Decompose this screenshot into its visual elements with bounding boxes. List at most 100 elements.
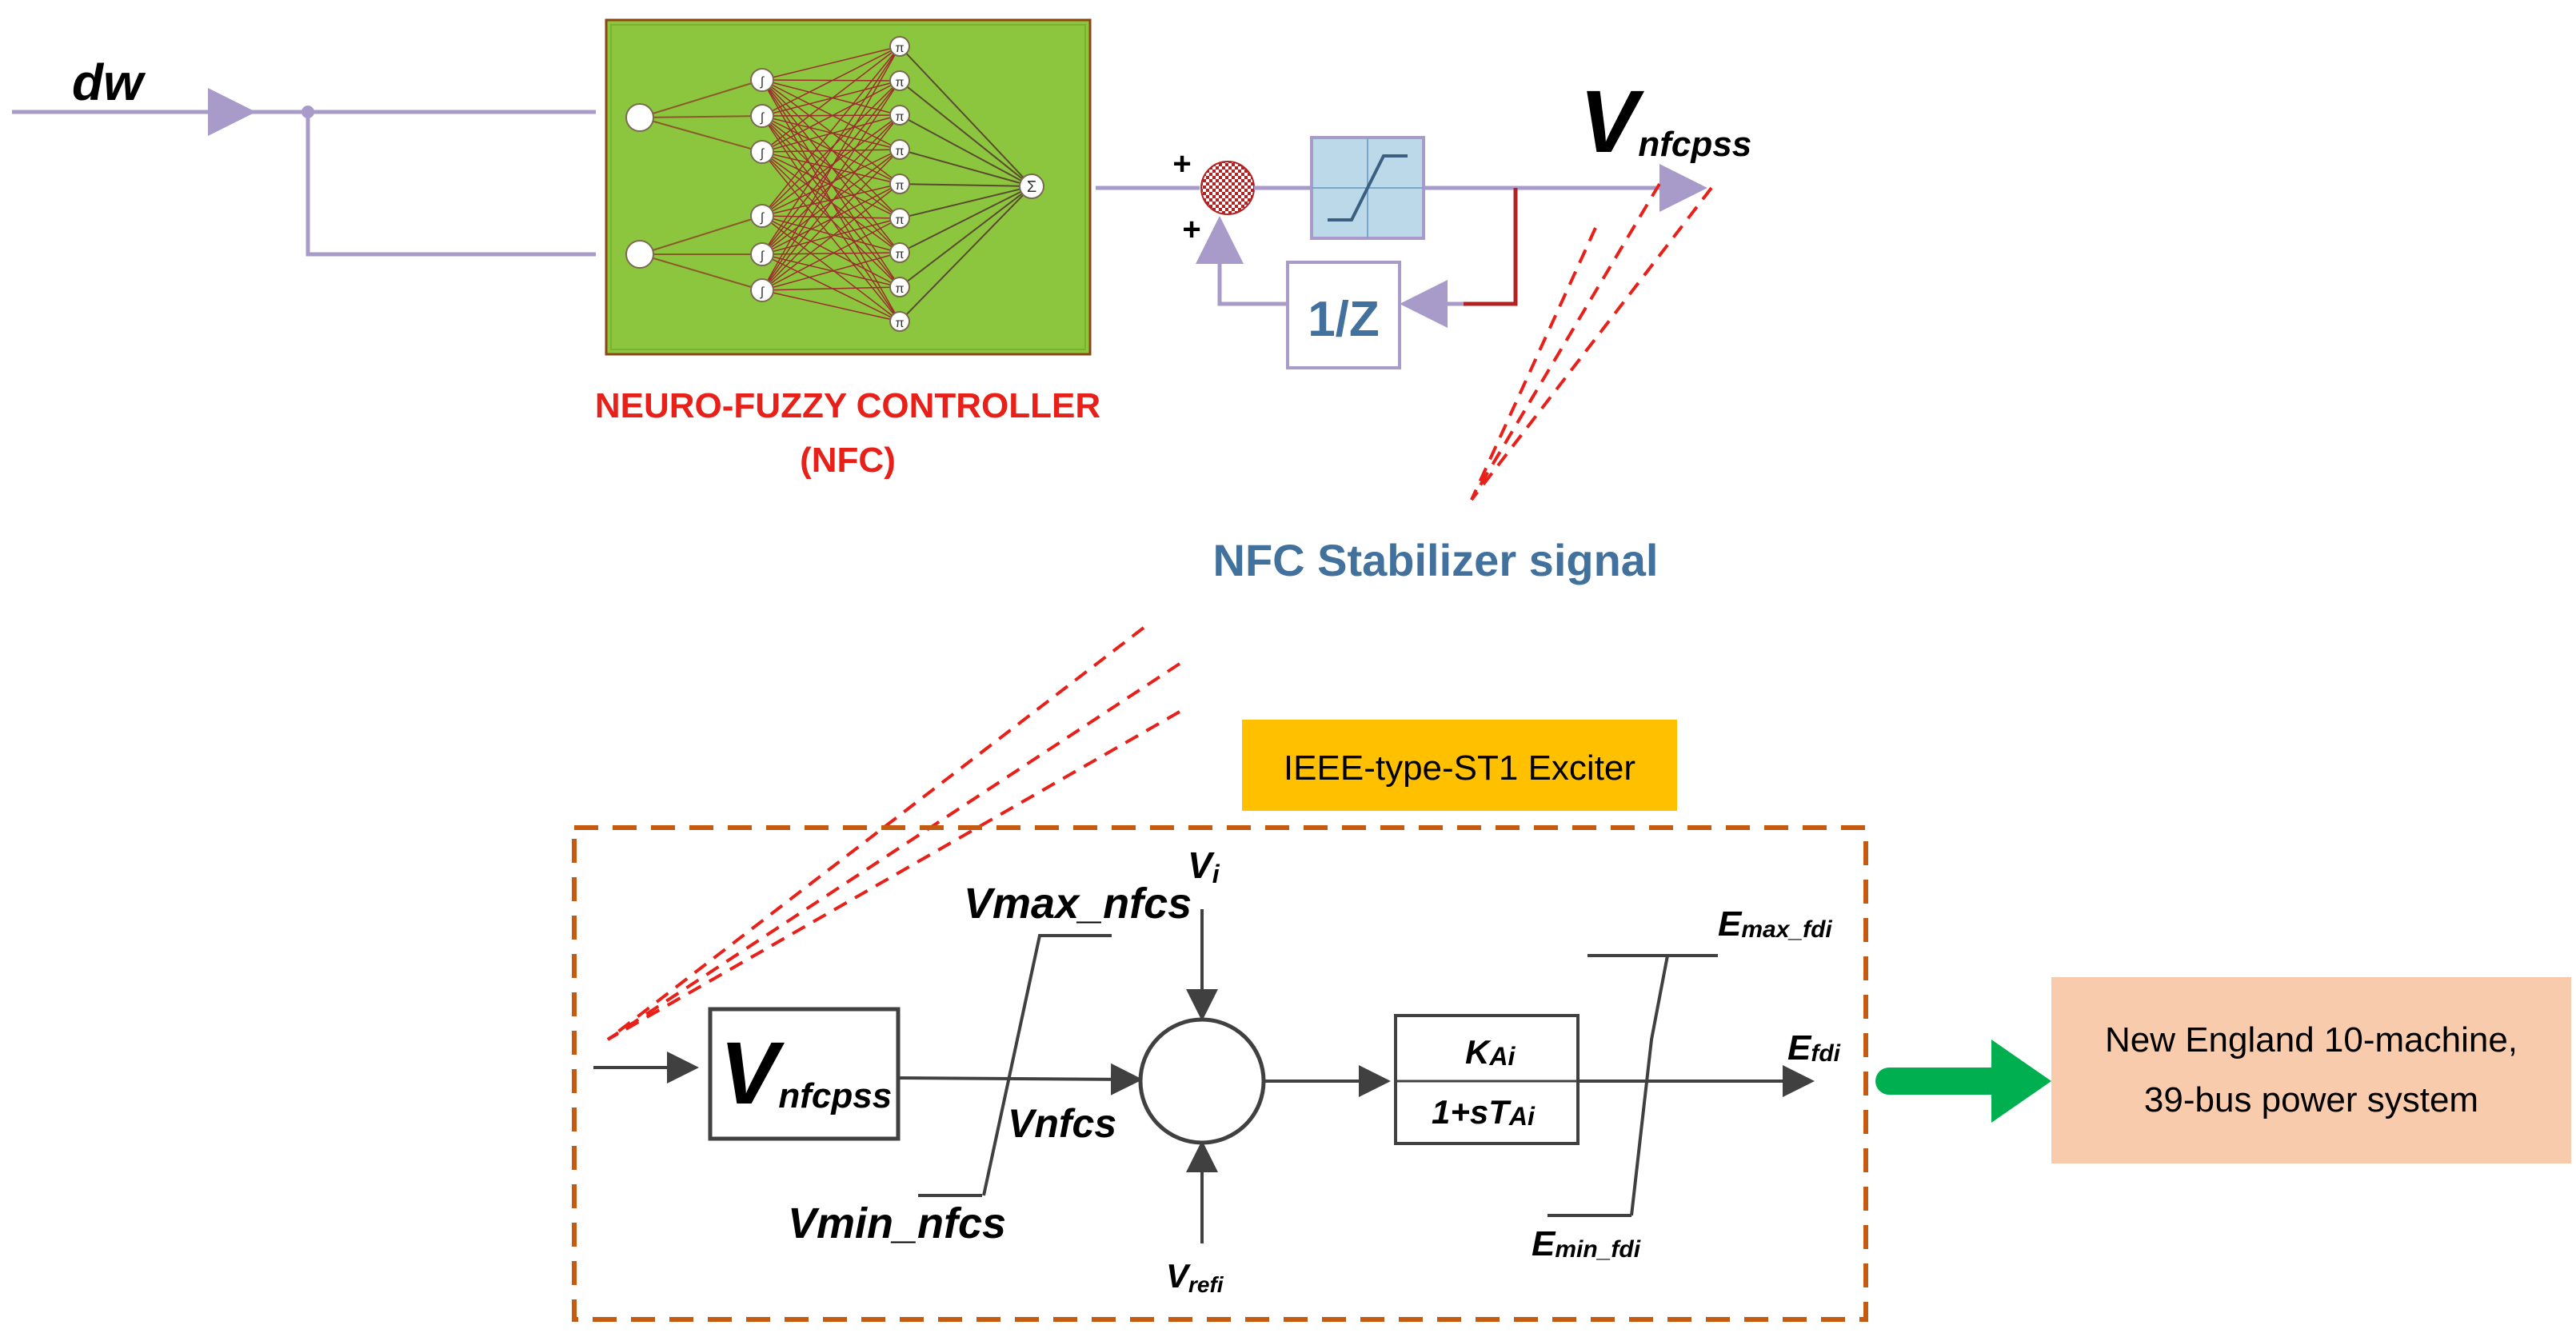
rule-node-label: π	[895, 110, 904, 124]
stabilizer-caption: NFC Stabilizer signal	[1213, 535, 1659, 585]
network-link	[899, 186, 1032, 322]
network-link	[761, 286, 901, 291]
power-system-line2: 39-bus power system	[2144, 1080, 2478, 1119]
network-link	[761, 215, 901, 322]
network-link	[761, 80, 901, 291]
summing-junction[interactable]	[1200, 161, 1255, 215]
network-link	[899, 46, 1032, 187]
network-link	[899, 114, 1032, 187]
network-link	[761, 80, 901, 217]
green-arrow	[1875, 1040, 2051, 1123]
network-link	[761, 114, 901, 153]
membership-node-label: ∫	[760, 111, 765, 125]
network-link	[761, 253, 901, 322]
network-link	[761, 183, 901, 291]
rule-node-label: π	[895, 248, 904, 261]
input-wiring	[12, 88, 596, 257]
vmax-label: Vmax_nfcs	[964, 880, 1192, 928]
network-link	[761, 215, 901, 253]
unit-delay-block[interactable]: 1/Z	[1286, 261, 1401, 369]
output-wiring	[1196, 164, 1707, 328]
vnfcpss-block[interactable]: Vnfcpss	[708, 1007, 901, 1141]
unit-delay-label: 1/Z	[1308, 292, 1380, 347]
sum-sign-top: +	[1172, 146, 1191, 182]
rule-node-label: π	[895, 42, 904, 55]
vnfcpss-block-label: Vnfcpss	[720, 1024, 892, 1123]
rule-node-label: π	[895, 317, 904, 330]
rule-node	[889, 139, 910, 160]
membership-node	[750, 278, 774, 302]
membership-node-label: ∫	[760, 285, 765, 299]
membership-node	[750, 242, 774, 266]
network-link	[761, 46, 901, 291]
membership-node-label: ∫	[760, 211, 765, 225]
red-dashed-callout-upper	[1470, 182, 1713, 501]
network-link	[761, 215, 901, 219]
exciter-boundary	[572, 825, 1868, 1322]
membership-node	[750, 68, 774, 92]
network-link	[899, 186, 1032, 288]
network-link	[761, 252, 901, 291]
network-link	[761, 46, 901, 217]
gain-numerator: KAi	[1465, 1033, 1516, 1071]
network-link	[761, 149, 901, 217]
rule-node-label: π	[895, 145, 904, 158]
sum-sign-bottom: +	[1182, 212, 1200, 247]
network-link	[761, 46, 901, 153]
vnfcs-label: Vnfcs	[1008, 1101, 1116, 1146]
sum-node	[1019, 174, 1044, 199]
membership-node	[750, 104, 774, 128]
membership-node-label: ∫	[760, 147, 765, 161]
gain-transfer-block[interactable]: KAi 1+sTAi	[1394, 1014, 1580, 1145]
saturation-limiter-block[interactable]	[1310, 136, 1425, 240]
membership-node	[750, 204, 774, 228]
network-link	[761, 252, 901, 255]
rule-node	[889, 277, 910, 297]
network-link	[761, 218, 901, 291]
rule-node	[889, 70, 910, 91]
network-link	[761, 215, 901, 288]
network-link	[899, 186, 1032, 219]
input-signal-dw: dw	[72, 54, 146, 111]
rule-node	[889, 36, 910, 57]
rule-node	[889, 242, 910, 263]
vmin-label: Vmin_nfcs	[788, 1199, 1006, 1247]
emin-label: Emin_fdi	[1532, 1224, 1641, 1263]
network-links	[639, 46, 1032, 322]
exciter-title-box: IEEE-type-ST1 Exciter	[1242, 720, 1677, 811]
sum-node-label: Σ	[1027, 178, 1036, 196]
rule-node	[889, 208, 910, 229]
rule-node-label: π	[895, 76, 904, 90]
rule-node-label: π	[895, 282, 904, 296]
network-link	[761, 218, 901, 255]
network-link	[761, 149, 901, 291]
power-system-block[interactable]: New England 10-machine, 39-bus power sys…	[2051, 977, 2571, 1163]
input-neuron	[625, 103, 654, 132]
network-link	[639, 79, 763, 118]
network-link	[761, 183, 901, 217]
rule-node-label: π	[895, 214, 904, 227]
network-link	[639, 215, 763, 255]
nfc-caption-line1: NEURO-FUZZY CONTROLLER	[595, 386, 1100, 425]
rule-node	[889, 311, 910, 332]
efd-label: Efdi	[1787, 1028, 1841, 1068]
exciter-title: IEEE-type-ST1 Exciter	[1284, 748, 1635, 788]
network-link	[639, 253, 763, 291]
network-link	[761, 80, 901, 153]
exciter-wiring	[593, 909, 1815, 1243]
rule-node-label: π	[895, 179, 904, 193]
exciter-summing-junction[interactable]	[1138, 1017, 1266, 1145]
network-link	[761, 253, 901, 288]
membership-node-label: ∫	[760, 75, 765, 89]
network-link	[899, 149, 1032, 187]
network-link	[761, 46, 901, 255]
rule-node	[889, 174, 910, 194]
membership-node	[750, 140, 774, 164]
rule-node	[889, 105, 910, 126]
network-link	[761, 114, 901, 217]
network-link	[639, 117, 763, 153]
